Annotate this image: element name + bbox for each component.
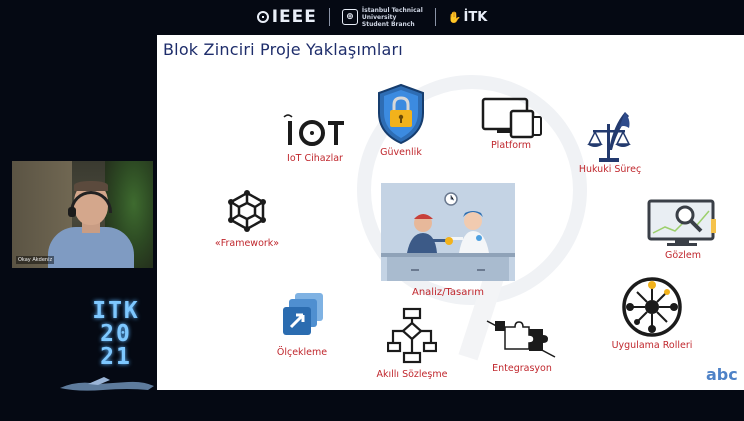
branch-line-1: İstanbul Technical	[361, 6, 423, 14]
student-branch-logo: ⊕ İstanbul Technical University Student …	[341, 7, 423, 28]
item-integration: Entegrasyon	[477, 317, 567, 374]
speaker-hair	[74, 181, 108, 191]
item-framework: «Framework»	[199, 187, 295, 249]
item-label: Uygulama Rolleri	[611, 340, 693, 351]
item-platform: Platform	[469, 97, 553, 151]
branch-line-3: Student Branch	[361, 20, 415, 28]
item-label: Akıllı Sözleşme	[376, 369, 448, 380]
item-label: Ölçekleme	[276, 347, 328, 358]
item-label: Gözlem	[665, 250, 701, 261]
item-iot-devices: IoT Cihazlar	[270, 113, 360, 164]
item-label-text: Framework	[220, 238, 274, 249]
top-banner: IEEE ⊕ İstanbul Technical University Stu…	[0, 0, 744, 34]
framework-cube-icon	[199, 187, 295, 235]
security-shield-icon	[357, 83, 445, 145]
banner-separator	[434, 8, 436, 26]
scaling-icon	[257, 291, 347, 341]
ieee-mark-icon	[256, 11, 269, 23]
speaker-body	[48, 227, 134, 268]
ieee-logo-text: IEEE	[271, 7, 317, 27]
puzzle-icon	[477, 317, 567, 361]
itk-logo: ✋ İTK	[448, 10, 487, 25]
student-branch-text: İstanbul Technical University Student Br…	[362, 7, 423, 28]
banner-separator	[328, 8, 330, 26]
brand-logo: abc	[706, 365, 738, 384]
participant-video[interactable]: Okay Akdeniz	[12, 161, 153, 268]
item-legal-process: Hukuki Süreç	[565, 110, 655, 175]
item-scaling: Ölçekleme	[257, 291, 347, 358]
analysis-illustration	[381, 183, 515, 281]
participant-name: Okay Akdeniz	[16, 256, 55, 264]
item-smart-contract: Akıllı Sözleşme	[362, 307, 462, 380]
item-label: Hukuki Süreç	[578, 164, 642, 175]
ieee-logo: IEEE	[256, 7, 317, 27]
iot-icon	[270, 113, 360, 153]
presentation-slide: Blok Zinciri Proje Yaklaşımları IoT Ciha…	[157, 35, 744, 390]
robot-hand-icon	[60, 377, 154, 391]
item-label: Analiz/Tasarım	[411, 287, 485, 298]
item-security: Güvenlik	[357, 83, 445, 158]
law-scale-icon	[565, 110, 655, 164]
roles-wheel-icon	[597, 275, 707, 339]
smart-contract-flow-icon	[362, 307, 462, 365]
branch-line-2: University	[361, 13, 397, 21]
item-label: Platform	[490, 140, 532, 151]
item-label: «Framework»	[214, 238, 280, 249]
item-label: Entegrasyon	[492, 363, 552, 374]
itk-logo-text: İTK	[463, 9, 488, 25]
devices-icon	[469, 97, 553, 139]
item-label: IoT Cihazlar	[287, 153, 343, 164]
monitoring-icon	[633, 199, 733, 249]
item-monitoring: Gözlem	[633, 199, 733, 261]
item-application-roles: Uygulama Rolleri	[597, 275, 707, 351]
itk-hand-icon: ✋	[447, 10, 462, 24]
item-label: Güvenlik	[380, 147, 422, 158]
slide-title: Blok Zinciri Proje Yaklaşımları	[163, 40, 403, 59]
microphone-icon	[68, 207, 76, 217]
itu-emblem-icon: ⊕	[341, 9, 358, 25]
